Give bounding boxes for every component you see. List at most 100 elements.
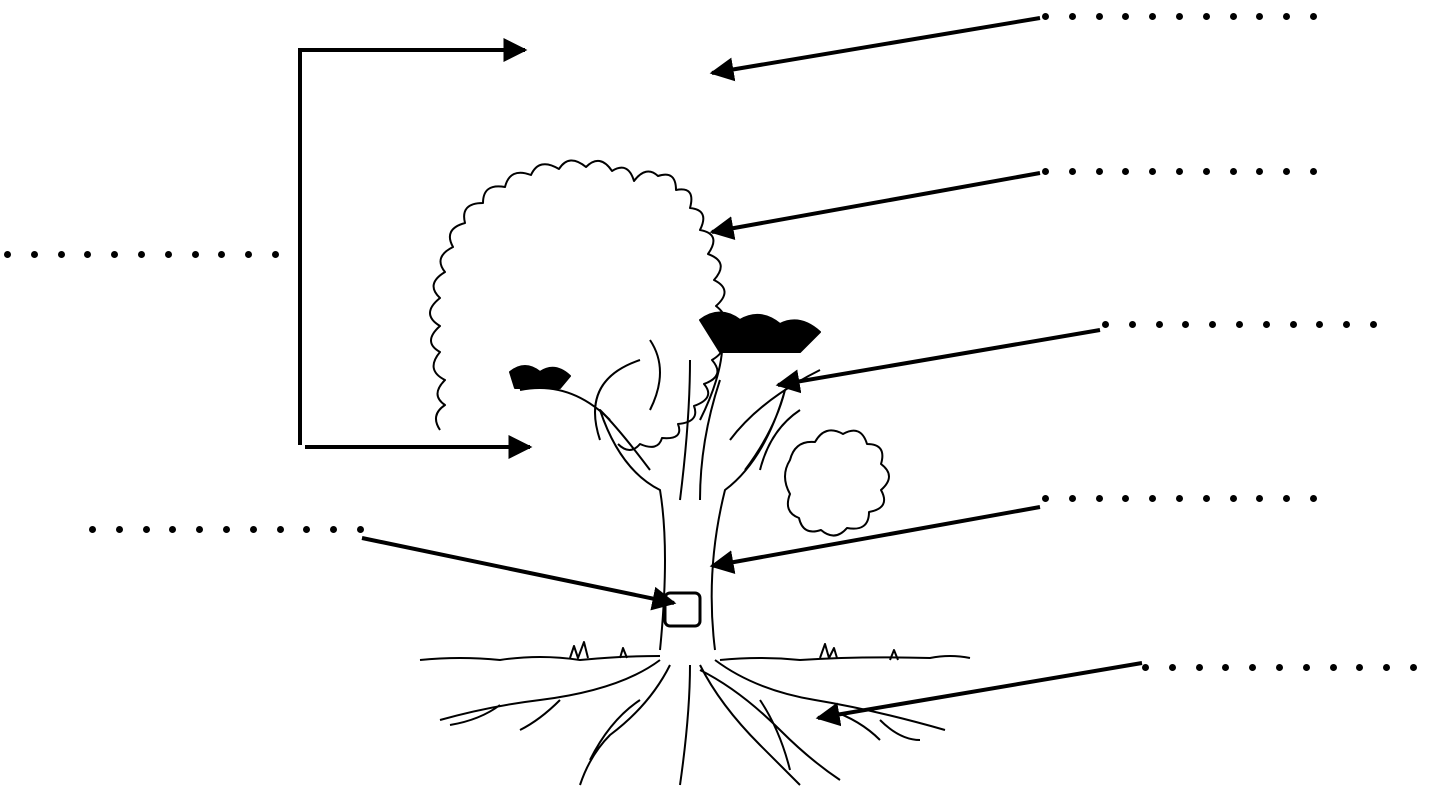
dot xyxy=(1309,12,1317,20)
branch-right xyxy=(699,319,821,471)
dot xyxy=(1229,167,1237,175)
detail-box xyxy=(663,591,702,628)
dot xyxy=(1229,494,1237,502)
dot xyxy=(1202,494,1210,502)
label-blank-branch[interactable] xyxy=(1102,318,1377,330)
dot xyxy=(1409,663,1417,671)
dot xyxy=(1095,167,1103,175)
dot xyxy=(1042,167,1049,175)
dot xyxy=(164,250,172,258)
dot xyxy=(1202,167,1210,175)
dot xyxy=(1369,320,1377,328)
arrow-icon xyxy=(361,16,1143,727)
dot xyxy=(1329,663,1337,671)
dot xyxy=(1195,663,1203,671)
grass-tufts xyxy=(569,641,899,661)
dot xyxy=(356,525,364,533)
dot xyxy=(1256,12,1264,20)
label-blank-trunk[interactable] xyxy=(1042,492,1317,504)
dot xyxy=(271,250,279,258)
dot xyxy=(1068,167,1076,175)
dot xyxy=(1175,494,1183,502)
arrow-roots xyxy=(815,661,1143,727)
dot xyxy=(222,525,230,533)
dot xyxy=(1283,12,1291,20)
label-blank-leaf-top[interactable] xyxy=(1042,10,1317,22)
dot xyxy=(276,525,284,533)
crown-outline xyxy=(429,159,726,451)
dot xyxy=(1209,320,1217,328)
dot xyxy=(1122,167,1130,175)
dot xyxy=(115,525,123,533)
dot xyxy=(1175,12,1183,20)
dot xyxy=(1202,12,1210,20)
dot xyxy=(4,250,11,258)
ground-line xyxy=(419,655,971,661)
dot xyxy=(1128,320,1136,328)
dot xyxy=(1256,167,1264,175)
arrow-bark-detail xyxy=(361,536,677,611)
dot xyxy=(1095,494,1103,502)
dot xyxy=(1042,12,1049,20)
dot xyxy=(1235,320,1243,328)
arrow-trunk xyxy=(709,505,1041,574)
dot xyxy=(1068,12,1076,20)
dot xyxy=(330,525,338,533)
label-blank-crown[interactable] xyxy=(1042,165,1317,177)
shaded-foliage-1 xyxy=(699,311,821,353)
dot xyxy=(249,525,257,533)
dot xyxy=(1155,320,1163,328)
dot xyxy=(1356,663,1364,671)
dot xyxy=(169,525,177,533)
dot xyxy=(1182,320,1190,328)
dot xyxy=(1095,12,1103,20)
shaded-foliage-2 xyxy=(509,365,571,389)
dot xyxy=(1275,663,1283,671)
dot xyxy=(57,250,65,258)
dot xyxy=(1142,663,1149,671)
label-blank-roots[interactable] xyxy=(1142,661,1417,673)
branch-left xyxy=(519,339,661,441)
dot xyxy=(1175,167,1183,175)
dot xyxy=(245,250,253,258)
dot xyxy=(1302,663,1310,671)
dot xyxy=(1068,494,1076,502)
dot xyxy=(1283,167,1291,175)
label-blank-bark-detail[interactable] xyxy=(89,523,364,535)
dot xyxy=(1289,320,1297,328)
dot xyxy=(1149,494,1157,502)
dot xyxy=(111,250,119,258)
dot xyxy=(1222,663,1230,671)
trunk-inner xyxy=(679,359,721,501)
dot xyxy=(137,250,145,258)
dot xyxy=(1168,663,1176,671)
dot xyxy=(1149,167,1157,175)
dot xyxy=(1283,494,1291,502)
dot xyxy=(1262,320,1270,328)
dot xyxy=(142,525,150,533)
tree-illustration xyxy=(419,159,971,786)
arrow-crown xyxy=(709,171,1041,240)
dot xyxy=(218,250,226,258)
dot xyxy=(1309,494,1317,502)
dot xyxy=(1343,320,1351,328)
dot xyxy=(1229,12,1237,20)
trunk-outline xyxy=(599,389,786,651)
dot xyxy=(1309,167,1317,175)
bracket-line xyxy=(298,38,533,459)
dot xyxy=(1149,12,1157,20)
arrow-leaf-top xyxy=(709,16,1041,82)
arrow-branch xyxy=(775,328,1101,394)
roots xyxy=(439,659,946,786)
dot xyxy=(84,250,92,258)
dot xyxy=(303,525,311,533)
dot xyxy=(30,250,38,258)
label-blank-crown-bracket[interactable] xyxy=(4,248,279,260)
dot xyxy=(1316,320,1324,328)
dot xyxy=(196,525,204,533)
dot xyxy=(1042,494,1049,502)
dot xyxy=(191,250,199,258)
dot xyxy=(1249,663,1257,671)
